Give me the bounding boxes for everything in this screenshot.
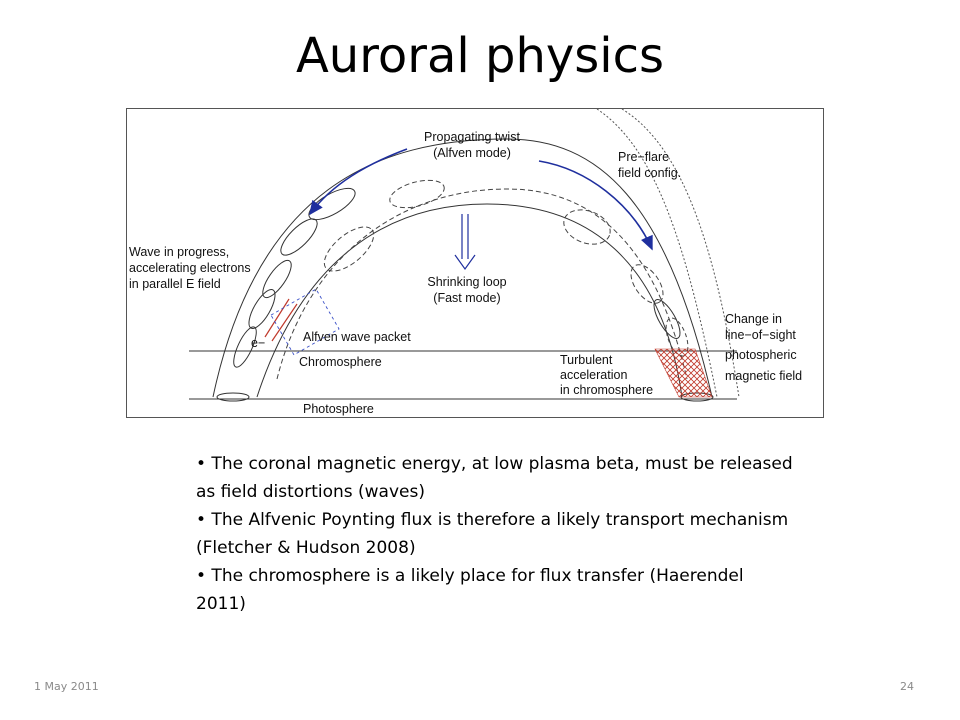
label-shrinking-loop-1: Shrinking loop xyxy=(427,275,506,289)
turbulent-hatch-region xyxy=(654,348,713,398)
loop-diagram: Propagating twist (Alfven mode) Pre−flar… xyxy=(126,108,824,418)
cross-section-ring xyxy=(280,218,318,256)
cross-section-ring xyxy=(233,326,257,368)
label-change-3: photospheric xyxy=(725,348,797,362)
pre-flare-field-line-2 xyxy=(621,109,740,398)
distorted-ring xyxy=(323,226,375,272)
label-pre-flare-1: Pre−flare xyxy=(618,150,669,164)
electron-path xyxy=(264,298,290,338)
label-turbulent-3: in chromosphere xyxy=(560,383,653,397)
alfven-wave-packet-box xyxy=(270,288,340,356)
label-shrinking-loop-2: (Fast mode) xyxy=(433,291,500,305)
left-footpoint xyxy=(216,392,250,402)
pre-flare-field-line-1 xyxy=(596,109,718,398)
footer-page-number: 24 xyxy=(900,680,914,693)
label-propagating-twist-1: Propagating twist xyxy=(424,130,520,144)
dashed-sub-loop xyxy=(276,188,688,380)
label-wave-progress-3: in parallel E field xyxy=(129,277,221,291)
label-change-1: Change in xyxy=(725,312,782,326)
bullet-item: • The chromosphere is a likely place for… xyxy=(196,566,744,614)
label-wave-progress-1: Wave in progress, xyxy=(129,245,229,259)
label-change-2: line−of−sight xyxy=(725,328,796,342)
cross-section-ring xyxy=(262,259,292,299)
bullet-item: • The coronal magnetic energy, at low pl… xyxy=(196,454,793,502)
distorted-ring xyxy=(389,179,445,209)
bullet-item: • The Alfvenic Poynting flux is therefor… xyxy=(196,510,789,558)
label-change-4: magnetic field xyxy=(725,369,802,383)
cross-section-ring xyxy=(248,289,276,329)
label-chromosphere: Chromosphere xyxy=(299,355,382,369)
shrinking-arrow-head xyxy=(454,254,476,271)
loop-inner-arc xyxy=(256,203,683,398)
bullet-list: • The coronal magnetic energy, at low pl… xyxy=(196,450,796,618)
twist-arrow-left xyxy=(309,148,408,216)
loop-diagram-svg: Propagating twist (Alfven mode) Pre−flar… xyxy=(129,109,802,416)
slide-title: Auroral physics xyxy=(295,28,665,84)
label-photosphere: Photosphere xyxy=(303,402,374,416)
loop-outer-arc xyxy=(212,138,713,398)
label-alfven-packet: Alfven wave packet xyxy=(303,330,411,344)
label-electron: e− xyxy=(251,336,265,350)
cross-section-ring xyxy=(653,299,681,339)
label-turbulent-2: acceleration xyxy=(560,368,627,382)
footer-date: 1 May 2011 xyxy=(34,680,99,693)
label-propagating-twist-2: (Alfven mode) xyxy=(433,146,511,160)
twist-arrow-right xyxy=(538,160,653,251)
cross-section-ring xyxy=(308,187,356,221)
distorted-ring xyxy=(630,264,664,304)
distorted-ring xyxy=(563,209,611,245)
label-turbulent-1: Turbulent xyxy=(560,353,613,367)
electron-path xyxy=(271,303,298,342)
label-wave-progress-2: accelerating electrons xyxy=(129,261,251,275)
label-pre-flare-2: field config. xyxy=(618,166,681,180)
